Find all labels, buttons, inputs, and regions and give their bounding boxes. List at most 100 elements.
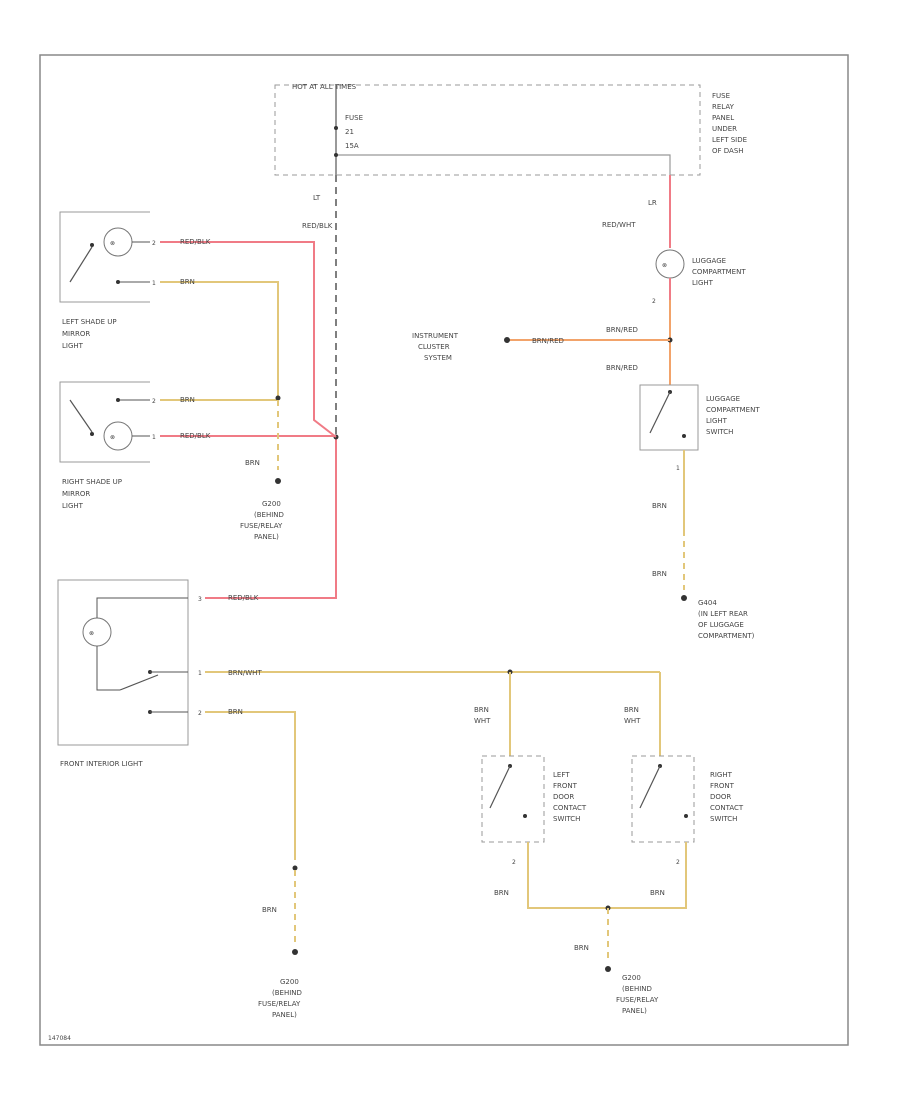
- right-mirror-outline: [59, 381, 150, 463]
- component-label-line: RIGHT SHADE UP: [62, 478, 122, 486]
- wire-label: BRN: [652, 570, 667, 578]
- bulb-filament-glyph: ⊗: [89, 630, 94, 637]
- switch-outline: [639, 384, 699, 451]
- switch-contact-icon: [69, 246, 93, 283]
- wire-left-mirror-red-blk: [160, 241, 337, 438]
- component-label-line: DOOR: [553, 793, 574, 801]
- ground-label-line: FUSE/RELAY: [616, 996, 659, 1004]
- ground-label-luggage: G404 (IN LEFT REAR OF LUGGAGE COMPARTMEN…: [698, 599, 755, 640]
- ground-label-line: PANEL): [622, 1007, 647, 1015]
- pin-number: 2: [152, 240, 156, 247]
- component-label-line: MIRROR: [62, 490, 90, 498]
- wire-label: RED/BLK: [228, 594, 259, 602]
- component-label-line: FRONT: [553, 782, 578, 790]
- component-label-line: SYSTEM: [424, 354, 452, 362]
- ground-icon: [292, 949, 298, 955]
- ground-label-line: (BEHIND: [254, 511, 284, 519]
- pin-number: 2: [198, 710, 202, 717]
- ground-label-line: G200: [622, 974, 641, 982]
- pin-number: 2: [652, 298, 656, 305]
- wire-label: BRN/RED: [606, 326, 638, 334]
- pin-number: 1: [198, 670, 202, 677]
- switch-contact-icon: [119, 674, 159, 691]
- component-label-line: MIRROR: [62, 330, 90, 338]
- wire-label-red-wht: RED/WHT: [602, 221, 636, 229]
- ground-label-line: OF LUGGAGE: [698, 621, 744, 629]
- wire-label: BRN: [262, 906, 277, 914]
- pin-number: 2: [512, 859, 516, 866]
- component-label-line: LIGHT: [62, 342, 84, 350]
- connector-dot: [504, 337, 510, 343]
- component-label-line: CONTACT: [553, 804, 587, 812]
- ground-label-mirror: G200 (BEHIND FUSE/RELAY PANEL): [240, 500, 284, 541]
- left-mirror-light: ⊗ 2 1 LEFT SHADE UP MIRROR LIGHT: [59, 211, 156, 350]
- component-label-line: FRONT: [710, 782, 735, 790]
- fuse-panel-label-line: LEFT SIDE: [712, 136, 747, 144]
- fuse-bus-to-luggage: [336, 154, 671, 175]
- junction-dot: [292, 865, 298, 871]
- fuse-relay-panel: HOT AT ALL TIMES FUSE 21 15A FUSE RELAY …: [274, 83, 747, 176]
- wire-label-lt-left: LT: [313, 194, 321, 202]
- terminal-dot: [682, 434, 686, 438]
- luggage-compartment-light-switch: LUGGAGE COMPARTMENT LIGHT SWITCH 1: [639, 384, 760, 472]
- ground-label-line: COMPARTMENT): [698, 632, 755, 640]
- ground-label-line: G200: [262, 500, 281, 508]
- component-label-line: DOOR: [710, 793, 731, 801]
- fuse-number: 21: [345, 128, 354, 136]
- terminal-dot: [116, 398, 120, 402]
- wire-label: BRN: [650, 889, 665, 897]
- front-interior-light: ⊗ 3 1 2 FRONT INTERIOR LIGHT: [57, 579, 202, 768]
- pin-number: 1: [152, 280, 156, 287]
- wire-label: BRN: [245, 459, 260, 467]
- component-label: FRONT INTERIOR LIGHT: [60, 760, 143, 768]
- pin-number: 2: [152, 398, 156, 405]
- wire-front-brn: [205, 711, 296, 860]
- luggage-compartment-light: ⊗ LUGGAGE COMPARTMENT LIGHT 2: [652, 249, 746, 305]
- wire-label: BRN: [180, 278, 195, 286]
- wire-label: BRN: [180, 396, 195, 404]
- lead-line: [96, 646, 120, 691]
- wire-label: BRN/WHT: [228, 669, 262, 677]
- fuse-panel-label-line: RELAY: [712, 103, 735, 111]
- component-label-line: LIGHT: [62, 502, 84, 510]
- wire-front-red-blk: [205, 595, 337, 599]
- ground-icon: [681, 595, 687, 601]
- component-label-line: SWITCH: [553, 815, 580, 823]
- pin-number: 1: [152, 434, 156, 441]
- ground-label-door: G200 (BEHIND FUSE/RELAY PANEL): [616, 974, 659, 1015]
- component-label-line: COMPARTMENT: [706, 406, 760, 414]
- bulb-filament-glyph: ⊗: [110, 434, 115, 441]
- switch-pivot-icon: [90, 243, 94, 247]
- wire-label: RED/BLK: [180, 238, 211, 246]
- wire-label-red-blk-vertical: RED/BLK: [302, 222, 333, 230]
- wire-label: BRN/RED: [532, 337, 564, 345]
- ground-label-line: FUSE/RELAY: [258, 1000, 301, 1008]
- component-label-line: LIGHT: [692, 279, 714, 287]
- instrument-cluster-label: INSTRUMENT CLUSTER SYSTEM: [412, 332, 459, 362]
- wire-label: BRN: [574, 944, 589, 952]
- left-front-door-contact-switch: LEFT FRONT DOOR CONTACT SWITCH 2: [481, 755, 587, 866]
- pin-number: 2: [676, 859, 680, 866]
- fuse-rating: 15A: [345, 142, 359, 150]
- junction-dot: [275, 395, 281, 401]
- ground-label-line: G404: [698, 599, 717, 607]
- component-label-line: SWITCH: [706, 428, 733, 436]
- fuse-panel-label-line: PANEL: [712, 114, 734, 122]
- switch-contact-icon: [69, 399, 93, 433]
- fuse-panel-label: FUSE RELAY PANEL UNDER LEFT SIDE OF DASH: [712, 92, 747, 155]
- right-mirror-light: ⊗ 2 1 RIGHT SHADE UP MIRROR LIGHT: [59, 381, 156, 510]
- bulb-icon: [103, 227, 133, 257]
- wire-label: BRN: [494, 889, 509, 897]
- fuse-junction-dot: [334, 153, 338, 157]
- component-label-line: COMPARTMENT: [692, 268, 746, 276]
- right-front-door-contact-switch: RIGHT FRONT DOOR CONTACT SWITCH 2: [631, 755, 744, 866]
- wire-label: BRN: [474, 706, 489, 714]
- fuse-panel-label-line: UNDER: [712, 125, 737, 133]
- component-label-line: CLUSTER: [418, 343, 450, 351]
- wire-label: BRN: [624, 706, 639, 714]
- wire-label: BRN: [652, 502, 667, 510]
- component-label-line: LUGGAGE: [692, 257, 726, 265]
- bulb-filament-glyph: ⊗: [110, 240, 115, 247]
- component-label-line: LEFT SHADE UP: [62, 318, 117, 326]
